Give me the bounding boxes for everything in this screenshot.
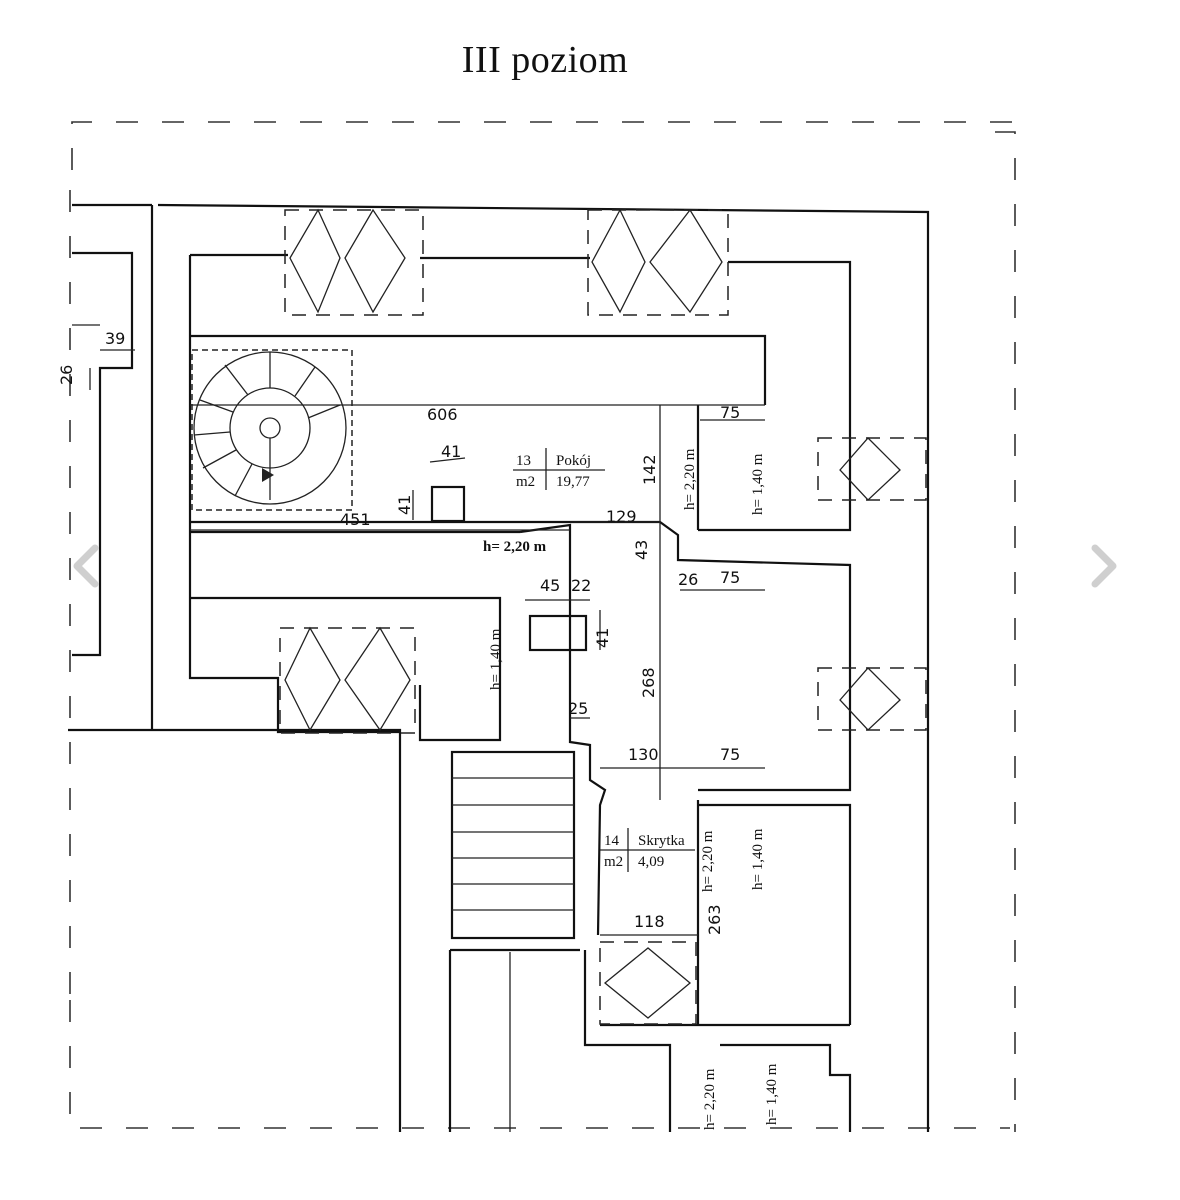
- straight-stairs: [450, 750, 576, 940]
- dimension-129: 129: [606, 507, 637, 526]
- dimension-451: 451: [340, 510, 371, 529]
- dimension-268: 268: [639, 667, 658, 698]
- dimension-130: 130: [628, 745, 659, 764]
- chevron-left-icon: [73, 544, 99, 588]
- room-14-label: 14 Skrytka m2 4,09: [600, 828, 695, 872]
- room-name: Skrytka: [638, 833, 685, 849]
- room-area-unit: m2: [604, 854, 623, 870]
- height-labels: h= 2,20 m h= 2,20 m h= 1,40 m h= 1,40 m …: [483, 448, 780, 1130]
- dimension-75-lower: 75: [720, 745, 740, 764]
- room-name: Pokój: [556, 453, 591, 469]
- height-label-vertical: h= 1,40 m: [750, 828, 766, 890]
- dimension-75: 75: [720, 403, 740, 422]
- dimension-labels: 606 75 41 41 142 451 129 43 26 75 45 22 …: [57, 329, 740, 935]
- room-area-unit: m2: [516, 474, 535, 490]
- main-walls: [68, 203, 930, 1132]
- left-neighbor-walls: [72, 203, 152, 657]
- chimneys: [430, 485, 588, 652]
- height-label-vertical: h= 2,20 m: [700, 830, 716, 892]
- dimension-25: 25: [568, 699, 588, 718]
- dimension-41-chimney: 41: [593, 628, 612, 648]
- dimension-41-vertical: 41: [395, 495, 414, 515]
- height-label-vertical: h= 1,40 m: [488, 628, 504, 690]
- dimension-26: 26: [678, 570, 698, 589]
- dimension-39: 39: [105, 329, 125, 348]
- dimension-263: 263: [705, 904, 724, 935]
- previous-button[interactable]: [66, 540, 106, 592]
- dimension-45: 45: [540, 576, 560, 595]
- room-area: 19,77: [556, 474, 590, 490]
- property-boundary: [69, 121, 1016, 1132]
- dimension-43: 43: [632, 540, 651, 560]
- roof-window-symbols: [279, 208, 927, 1025]
- height-label: h= 2,20 m: [483, 539, 547, 555]
- dimension-lines: [89, 349, 765, 936]
- dimension-118: 118: [634, 912, 665, 931]
- height-label-vertical: h= 1,40 m: [750, 453, 766, 515]
- room-area: 4,09: [638, 854, 664, 870]
- spiral-stairs: [191, 349, 353, 511]
- room-number: 14: [604, 833, 620, 849]
- dimension-75-middle: 75: [720, 568, 740, 587]
- page-title: III poziom: [461, 39, 629, 81]
- height-label-vertical: h= 2,20 m: [702, 1068, 718, 1130]
- chevron-right-icon: [1091, 544, 1117, 588]
- height-label-vertical: h= 1,40 m: [764, 1063, 780, 1125]
- dimension-41: 41: [441, 442, 461, 461]
- dimension-606: 606: [427, 405, 458, 424]
- dimension-142: 142: [640, 454, 659, 485]
- dimension-22: 22: [571, 576, 591, 595]
- height-label-vertical: h= 2,20 m: [682, 448, 698, 510]
- next-button[interactable]: [1084, 540, 1124, 592]
- dimension-26-left: 26: [57, 365, 76, 385]
- room-13-label: 13 Pokój m2 19,77: [513, 448, 605, 490]
- room-number: 13: [516, 453, 531, 469]
